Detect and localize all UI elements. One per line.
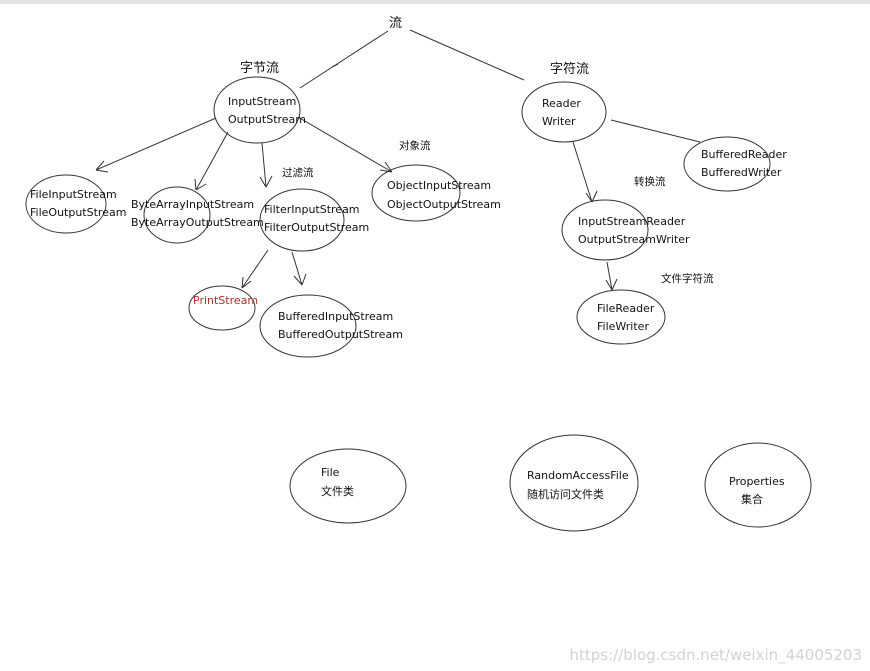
edge-rw-bufferedrw — [610, 119, 701, 143]
node-bufferedstream-ellipse — [259, 294, 357, 358]
edge-root-byte — [299, 30, 389, 89]
node-filterstream-line2: FilterOutputStream — [264, 221, 369, 234]
node-filterstream-ellipse — [259, 188, 345, 252]
node-bufferedrw-line2: BufferedWriter — [701, 166, 782, 179]
node-streamrw-line2: OutputStreamWriter — [578, 233, 690, 246]
node-bufferedstream-line2: BufferedOutputStream — [278, 328, 403, 341]
node-inputstream-ellipse — [213, 76, 301, 144]
node-inputstream-line2: OutputStream — [228, 113, 306, 126]
node-filestream-line1: FileInputStream — [30, 188, 117, 201]
node-objectstream-line2: ObjectOutputStream — [387, 198, 501, 211]
edge-io-object — [297, 116, 393, 173]
node-filerw-line2: FileWriter — [597, 320, 649, 333]
node-properties-line1: Properties — [729, 475, 785, 488]
node-printstream-ellipse — [188, 285, 256, 331]
node-bytearray-ellipse — [143, 186, 211, 244]
stroke-mark — [331, 63, 339, 68]
char-stream-label: 字符流 — [550, 61, 589, 77]
filter-stream-annotation: 过滤流 — [282, 166, 314, 179]
node-filerw-ellipse — [576, 289, 666, 345]
node-bufferedrw-line1: BufferedReader — [701, 148, 787, 161]
root-label: 流 — [389, 16, 402, 31]
node-bytearray-line2: ByteArrayOutputStream — [131, 216, 264, 229]
edge-io-bytearray — [194, 131, 229, 191]
edge-root-char — [409, 29, 525, 81]
edge-filter-buffered — [291, 251, 307, 286]
node-readerwriter-line1: Reader — [542, 97, 581, 110]
node-randomaccess-line2: 随机访问文件类 — [527, 487, 604, 501]
node-bufferedstream-line1: BufferedInputStream — [278, 310, 393, 323]
node-filerw-line1: FileReader — [597, 302, 655, 315]
node-bufferedrw-ellipse — [683, 136, 771, 192]
edge-io-filter — [259, 142, 273, 188]
node-file-line2: 文件类 — [321, 484, 354, 498]
node-filestream-ellipse — [25, 174, 107, 234]
node-properties-line2: 集合 — [741, 492, 763, 506]
node-objectstream-ellipse — [371, 164, 461, 222]
node-bytearray-line1: ByteArrayInputStream — [131, 198, 254, 211]
node-properties-ellipse — [704, 442, 812, 528]
object-stream-annotation: 对象流 — [399, 139, 431, 152]
node-objectstream-line1: ObjectInputStream — [387, 179, 491, 192]
byte-stream-label: 字节流 — [240, 61, 279, 76]
node-readerwriter-ellipse — [521, 81, 607, 143]
file-char-stream-annotation: 文件字符流 — [661, 272, 714, 285]
node-inputstream-line1: InputStream — [228, 95, 296, 108]
node-readerwriter-line2: Writer — [542, 115, 576, 128]
node-file-ellipse — [289, 448, 407, 524]
convert-stream-annotation: 转换流 — [634, 175, 666, 188]
node-file-line1: File — [321, 466, 340, 479]
edge-filter-print — [241, 249, 269, 289]
node-filestream-line2: FileOutputStream — [30, 206, 126, 219]
node-streamrw-line1: InputStreamReader — [578, 215, 686, 228]
edge-rw-streamrw — [572, 141, 598, 203]
node-filterstream-line1: FilterInputStream — [264, 203, 360, 216]
edge-streamrw-filerw — [605, 261, 618, 291]
watermark: https://blog.csdn.net/weixin_44005203 — [569, 646, 862, 665]
node-randomaccess-ellipse — [509, 434, 639, 532]
node-streamrw-ellipse — [561, 199, 649, 261]
edge-io-file — [95, 117, 217, 173]
node-randomaccess-line1: RandomAccessFile — [527, 469, 629, 482]
top-border — [0, 0, 870, 4]
node-printstream-line1: PrintStream — [193, 294, 258, 307]
